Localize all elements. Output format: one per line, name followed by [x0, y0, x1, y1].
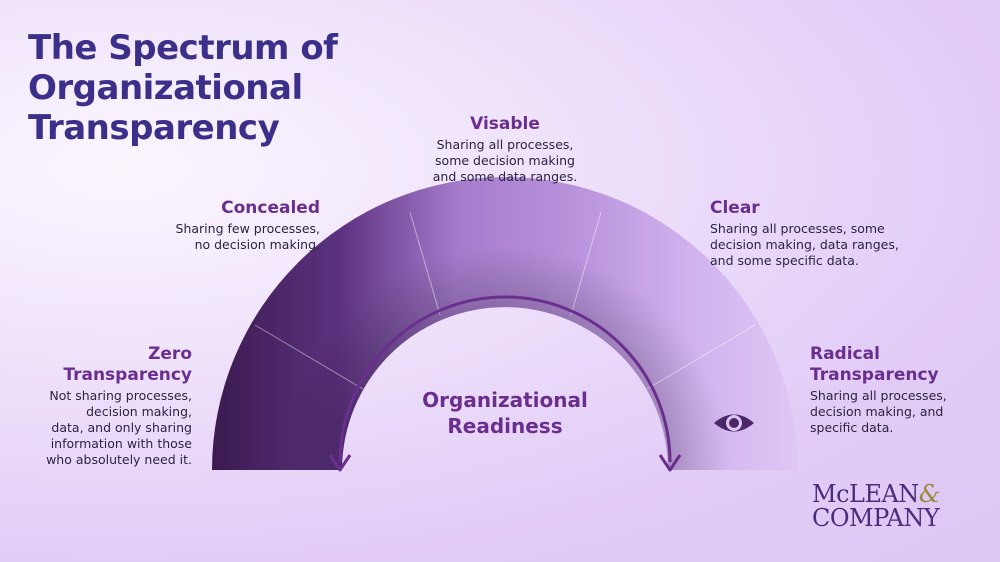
stage-desc-line: data, and only sharing — [51, 420, 192, 435]
stage-concealed: Concealed Sharing few processes, no deci… — [150, 198, 320, 253]
readiness-line: Readiness — [447, 414, 563, 438]
stage-desc-line: Not sharing processes, — [49, 388, 192, 403]
title-line: Organizational — [28, 68, 303, 108]
stage-name-line: Transparency — [810, 365, 939, 385]
stage-desc-line: some decision making — [435, 153, 575, 168]
logo-line-1: McLEAN& — [812, 482, 982, 506]
stage-desc-line: specific data. — [810, 420, 894, 435]
stage-description: Not sharing processes, decision making, … — [20, 388, 192, 468]
stage-name-line: Concealed — [221, 198, 320, 218]
stage-desc-line: Sharing all processes, — [810, 388, 947, 403]
title-line: The Spectrum of — [28, 28, 338, 68]
page-title: The Spectrum of Organizational Transpare… — [28, 28, 408, 148]
stage-name-line: Zero — [148, 344, 192, 364]
logo-text: McLEAN — [812, 480, 919, 508]
stage-name-line: Transparency — [63, 365, 192, 385]
title-line: Transparency — [28, 108, 280, 148]
eye-icon — [714, 414, 754, 432]
segment-divider — [646, 324, 756, 390]
stage-desc-line: and some data ranges. — [432, 169, 578, 184]
stage-desc-line: who absolutely need it. — [46, 452, 192, 467]
logo-ampersand: & — [918, 480, 940, 508]
stage-zero-transparency: Zero Transparency Not sharing processes,… — [20, 344, 192, 468]
stage-visable: Visable Sharing all processes, some deci… — [410, 114, 600, 185]
gauge-band-shade — [212, 177, 798, 470]
arrowhead-right — [658, 454, 682, 472]
stage-name: Visable — [410, 114, 600, 135]
stage-description: Sharing all processes, some decision mak… — [710, 221, 930, 269]
stage-desc-line: decision making, data ranges, — [710, 237, 899, 252]
arrowhead-left — [328, 454, 352, 472]
logo-line-2: COMPANY — [812, 504, 940, 532]
stage-desc-line: no decision making. — [194, 237, 320, 252]
stage-description: Sharing few processes, no decision makin… — [150, 221, 320, 253]
stage-name-line: Clear — [710, 198, 760, 218]
segment-divider — [570, 211, 602, 316]
readiness-line: Organizational — [422, 388, 588, 412]
company-logo: McLEAN& COMPANY — [812, 482, 982, 530]
stage-desc-line: decision making, and — [810, 404, 944, 419]
stage-radical-transparency: Radical Transparency Sharing all process… — [810, 344, 990, 436]
readiness-arrow — [338, 295, 672, 463]
stage-name: Concealed — [150, 198, 320, 219]
stage-desc-line: Sharing all processes, some — [710, 221, 885, 236]
stage-name: Zero Transparency — [20, 344, 192, 386]
stage-desc-line: and some specific data. — [710, 253, 859, 268]
segment-divider — [409, 211, 441, 316]
stage-description: Sharing all processes, some decision mak… — [410, 137, 600, 185]
stage-desc-line: Sharing few processes, — [175, 221, 320, 236]
segment-divider — [254, 324, 364, 390]
stage-name: Radical Transparency — [810, 344, 990, 386]
stage-description: Sharing all processes, decision making, … — [810, 388, 990, 436]
stage-name: Clear — [710, 198, 930, 219]
stage-desc-line: decision making, — [86, 404, 192, 419]
stage-name-line: Visable — [470, 114, 540, 134]
stage-desc-line: information with those — [50, 436, 192, 451]
stage-name-line: Radical — [810, 344, 880, 364]
stage-clear: Clear Sharing all processes, some decisi… — [710, 198, 930, 269]
organizational-readiness-label: Organizational Readiness — [395, 387, 615, 439]
stage-desc-line: Sharing all processes, — [436, 137, 574, 152]
